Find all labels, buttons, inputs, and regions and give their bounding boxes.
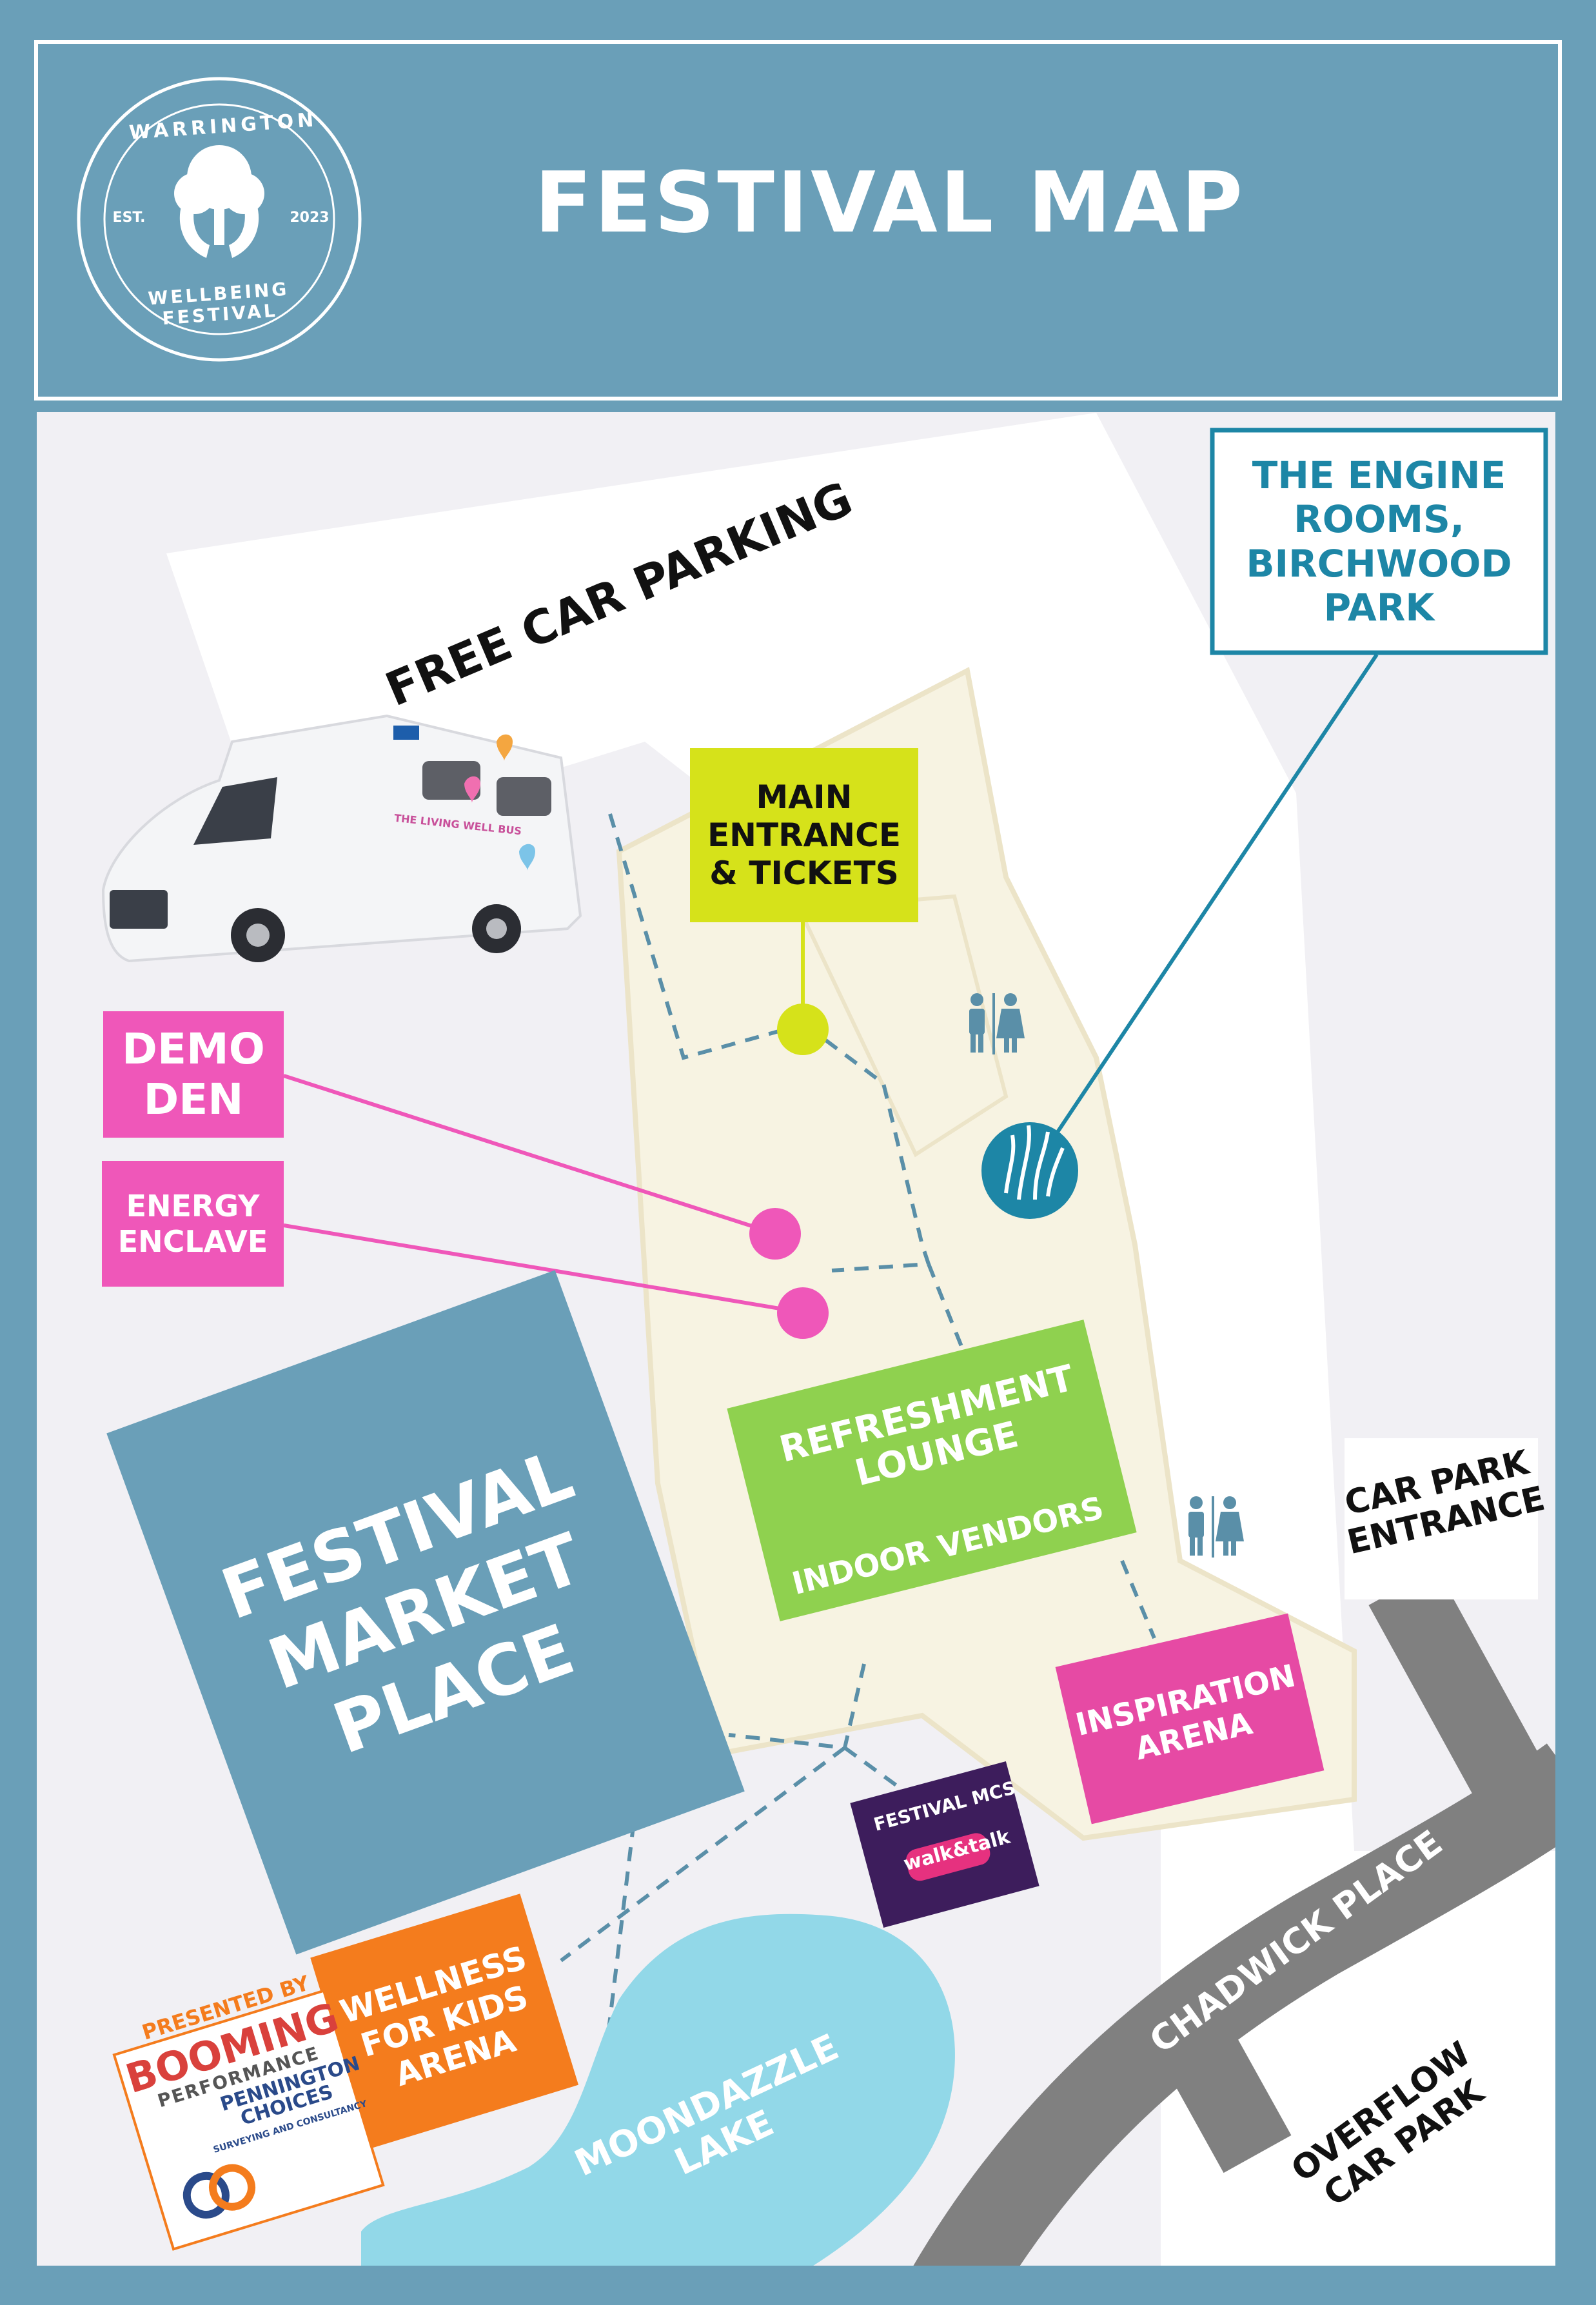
main-entrance-box [690,748,918,922]
energy-enclave-label: ENERGY ENCLAVE [117,1189,268,1259]
sponsor-box [112,1989,385,2251]
demo-den-marker [749,1208,801,1260]
bus-image [101,714,582,963]
engine-rooms-box [1210,428,1548,655]
energy-enclave-box [102,1161,284,1287]
wellness-kids-box [310,1894,579,2150]
market-place-box [106,1270,745,1955]
engine-rooms-logo-icon [981,1122,1078,1219]
demo-den-box [103,1011,284,1138]
engine-rooms-label: THE ENGINE ROOMS, BIRCHWOOD PARK [1246,453,1512,629]
moondazzle-lake [361,1914,955,2270]
energy-enclave-marker [777,1287,829,1339]
logo-est-label: EST. [112,210,146,226]
page-title: FESTIVAL MAP [534,153,1246,252]
main-entrance-marker [777,1004,829,1055]
demo-den-label: DEMO DEN [122,1024,265,1124]
roads [911,1568,1560,2270]
leader-lines [283,653,1379,1314]
logo-ring [77,77,362,362]
inspiration-arena-box [1055,1613,1325,1825]
tree-logo-icon [174,145,264,258]
map-border [28,403,1564,2275]
toilet-icon [1188,1496,1244,1558]
main-entrance-label: MAIN ENTRANCE & TICKETS [707,778,901,892]
car-park-entrance-box [1345,1438,1538,1599]
toilet-icon [969,993,1025,1054]
refreshment-lounge-box [727,1320,1137,1621]
logo-year: 2023 [290,210,330,226]
